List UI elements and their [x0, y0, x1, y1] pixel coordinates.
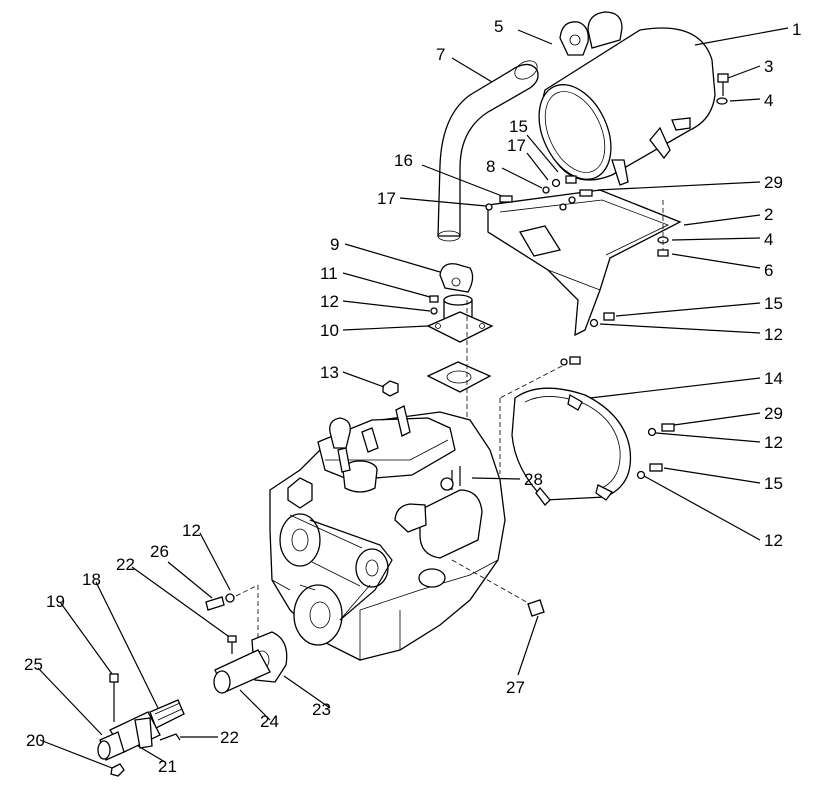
temperature-sender: [451, 559, 545, 617]
callout-19: 19: [46, 592, 65, 611]
callout-17: 17: [377, 189, 396, 208]
callout-22: 22: [116, 555, 135, 574]
callout-26: 26: [150, 542, 169, 561]
callout-12: 12: [764, 531, 783, 550]
bracket-hardware: [485, 73, 729, 328]
exhaust-flange: [426, 263, 494, 470]
callout-23: 23: [312, 700, 331, 719]
callout-1: 1: [792, 20, 801, 39]
callout-13: 13: [320, 363, 339, 382]
callout-15: 15: [764, 294, 783, 313]
callout-labels: 1 3 4 5 7 15 17 8 16 29 17 2 4 6 9 11 12…: [24, 17, 801, 776]
callout-12: 12: [182, 521, 201, 540]
fan-shroud: [499, 356, 675, 506]
callout-24: 24: [260, 712, 279, 731]
leader-lines: [37, 27, 789, 769]
callout-25: 25: [24, 655, 43, 674]
callout-14: 14: [764, 369, 783, 388]
callout-4: 4: [764, 91, 773, 110]
callout-6: 6: [764, 261, 773, 280]
callout-29: 29: [764, 404, 783, 423]
callout-3: 3: [764, 57, 773, 76]
engine-block: [269, 405, 506, 661]
callout-7: 7: [436, 45, 445, 64]
callout-11: 11: [320, 264, 338, 283]
nut-13: [382, 380, 399, 397]
callout-5: 5: [494, 17, 503, 36]
callout-2: 2: [764, 205, 773, 224]
callout-18: 18: [82, 570, 101, 589]
callout-15: 15: [764, 474, 783, 493]
callout-28: 28: [524, 470, 543, 489]
clamp: [559, 21, 589, 56]
callout-12: 12: [764, 325, 783, 344]
exhaust-pipe: [437, 60, 539, 242]
callout-12: 12: [320, 292, 339, 311]
callout-10: 10: [320, 321, 339, 340]
muffler-bracket: [487, 189, 682, 337]
muffler: [538, 11, 716, 186]
callout-12: 12: [764, 433, 783, 452]
callout-27: 27: [506, 678, 525, 697]
callout-15: 15: [509, 117, 528, 136]
drive-shaft-assembly: [97, 584, 288, 777]
callout-4: 4: [764, 230, 773, 249]
callout-21: 21: [158, 757, 177, 776]
callout-29: 29: [764, 173, 783, 192]
callout-17: 17: [507, 136, 526, 155]
callout-16: 16: [394, 151, 413, 170]
callout-22: 22: [220, 728, 239, 747]
callout-20: 20: [26, 731, 45, 750]
callout-8: 8: [486, 157, 495, 176]
callout-9: 9: [330, 235, 339, 254]
